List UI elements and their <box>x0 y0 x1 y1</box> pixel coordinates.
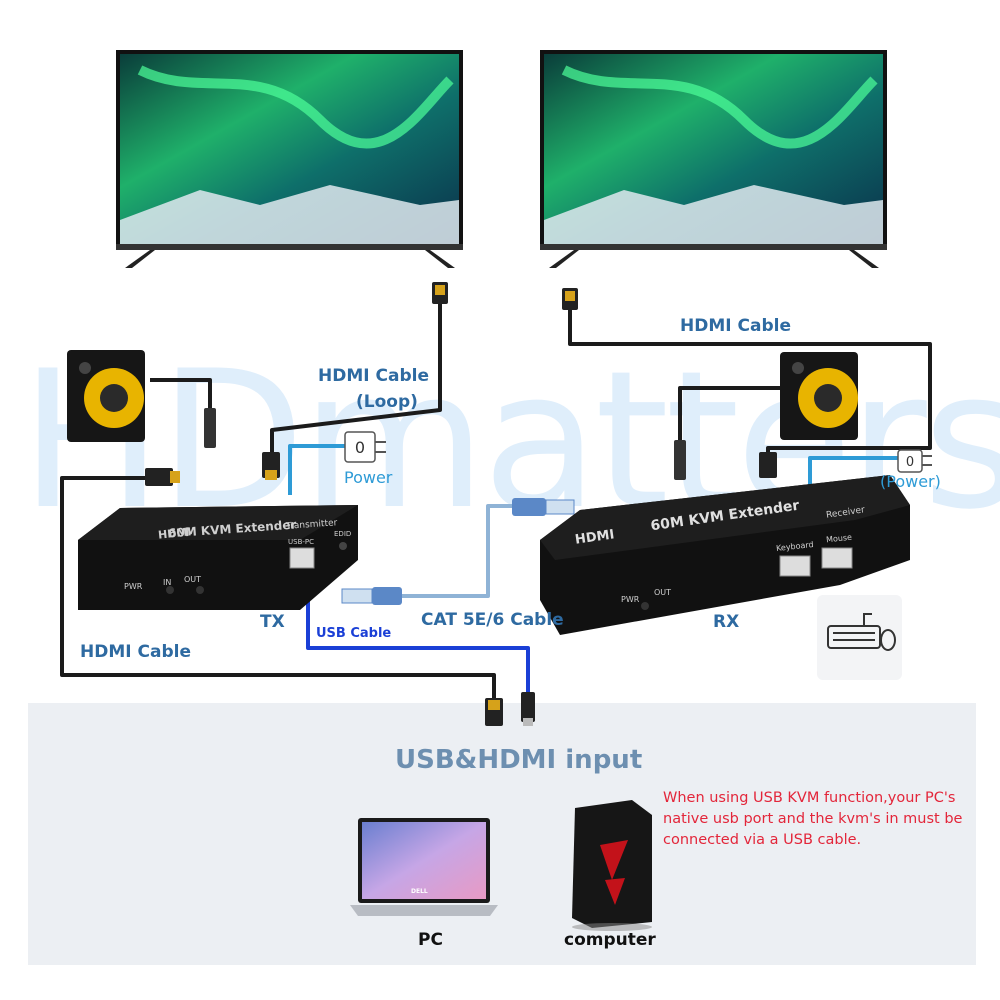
label-cat-cable: CAT 5E/6 Cable <box>421 610 564 630</box>
label-loop: (Loop) <box>356 392 418 412</box>
label-usb-cable: USB Cable <box>316 626 392 641</box>
speaker-tx <box>67 350 145 442</box>
hdmi-rx-cable <box>568 305 932 455</box>
hdmi-plug-pc <box>485 698 503 726</box>
power-adapter-rx: 0 <box>897 449 932 473</box>
hdmi-plug-tx-in <box>145 468 180 486</box>
audio-plug-rx <box>674 440 686 480</box>
tv-left <box>116 50 463 268</box>
svg-text:0: 0 <box>355 438 365 457</box>
panel-title: USB&HDMI input <box>395 745 643 775</box>
hdmi-plug-rx-out <box>759 452 777 478</box>
tx-power-line <box>288 444 345 495</box>
speaker-rx <box>780 352 858 440</box>
tx-in: IN <box>163 578 172 587</box>
input-panel <box>28 703 976 965</box>
receiver-box <box>540 475 910 635</box>
cables <box>60 300 932 700</box>
cat-cable-line <box>372 504 514 598</box>
tower-computer <box>572 800 652 931</box>
rj45-plug-tx <box>341 587 402 605</box>
tv-right <box>540 50 887 268</box>
usb-note: When using USB KVM function,your PC's na… <box>663 790 963 848</box>
hdmi-loop-cable <box>270 300 442 470</box>
rx-power-line <box>808 456 900 488</box>
tx-port-edid: EDID <box>334 530 352 538</box>
audio-rx-cable <box>678 386 790 445</box>
rj45-plug-rx <box>512 498 575 516</box>
rx-pwr: PWR <box>621 595 640 604</box>
usb-cable-line <box>306 560 530 700</box>
audio-plug-tx <box>204 408 216 448</box>
label-power-rx: (Power) <box>880 472 941 491</box>
label-tx: TX <box>260 612 285 632</box>
audio-tx-cable <box>150 378 212 410</box>
tx-pwr: PWR <box>124 582 143 591</box>
label-hdmi-cable-loop: HDMI Cable <box>318 366 429 386</box>
laptop-brand: DELL <box>411 888 428 895</box>
hdmi-plug-tx-loop <box>262 452 280 480</box>
label-power-tx: Power <box>344 468 393 487</box>
svg-text:0: 0 <box>906 455 914 470</box>
rx-out: OUT <box>654 588 672 597</box>
keyboard-mouse-icon <box>817 595 902 680</box>
label-rx: RX <box>713 612 740 632</box>
usb-plug-pc <box>521 692 535 726</box>
tx-port-usb: USB-PC <box>288 538 315 546</box>
power-adapter-tx: 0 <box>344 431 386 463</box>
hdmi-plug-tv-right <box>562 288 578 310</box>
hdmi-input-cable <box>60 476 496 700</box>
hdmi-plug-tv-left <box>432 282 448 304</box>
label-hdmi-cable-rx: HDMI Cable <box>680 316 791 336</box>
transmitter-box <box>78 505 358 610</box>
tx-out: OUT <box>184 575 202 584</box>
label-pc: PC <box>418 930 443 950</box>
label-computer: computer <box>564 930 656 950</box>
label-hdmi-cable-tx: HDMI Cable <box>80 642 191 662</box>
laptop-pc <box>350 818 498 916</box>
